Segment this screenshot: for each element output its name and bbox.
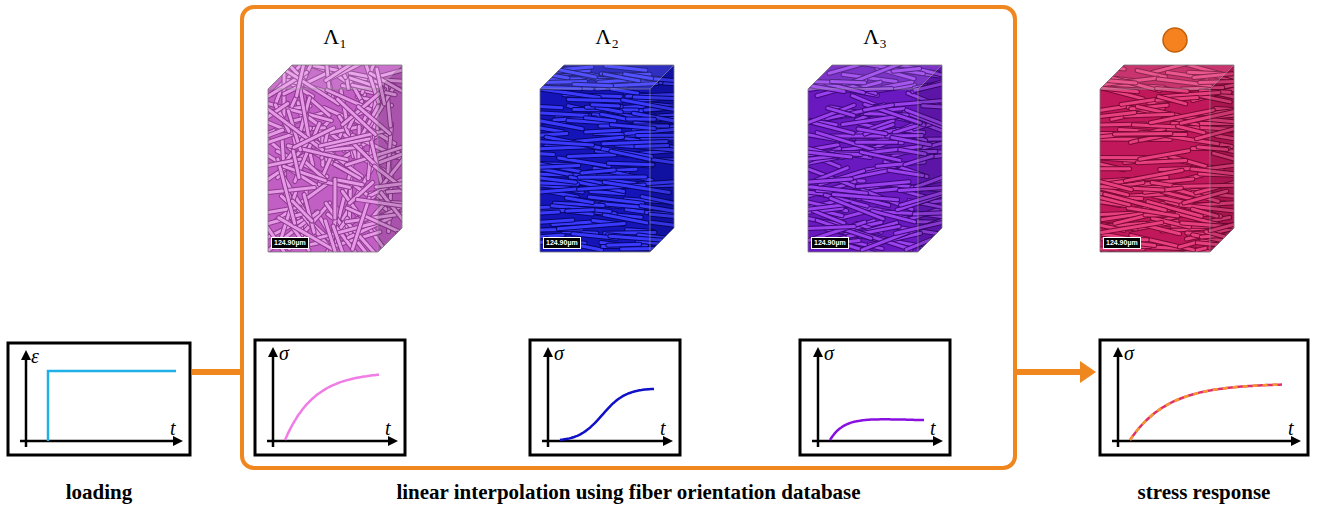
fiber-cubes: [241, 36, 1262, 280]
fiber-cube: [241, 36, 426, 280]
panel-title: Λ₃: [795, 24, 955, 50]
plot-box: [530, 340, 680, 455]
axis-label: t: [170, 418, 176, 438]
axis-label: σ: [1124, 343, 1134, 363]
fibers: [511, 64, 707, 250]
fibers: [1067, 62, 1262, 256]
axis-label: t: [660, 418, 666, 438]
fiber-cube: [779, 60, 969, 259]
panel-caption: stress response: [1096, 480, 1312, 504]
interpolation-frame: linear interpolation using fiber orienta…: [240, 5, 1017, 470]
panel-caption: loading: [6, 480, 192, 504]
scale-bar: 124.90µm: [543, 237, 581, 249]
scale-bar: 124.90µm: [811, 237, 849, 249]
panel-caption: linear interpolation using fiber orienta…: [244, 480, 1013, 504]
fiber-cube: [511, 64, 707, 252]
flow-arrow: [192, 372, 240, 373]
axis-label: σ: [279, 343, 289, 363]
plot-box: [1100, 340, 1308, 455]
axis-label: t: [930, 418, 936, 438]
plots: [8, 340, 1308, 455]
axis-label: σ: [824, 343, 834, 363]
fiber-cube: [1067, 62, 1262, 256]
scale-bar: 124.90µm: [271, 237, 309, 249]
fibers: [241, 36, 426, 280]
plot-box: [255, 340, 405, 455]
response-panel: stress response: [1096, 340, 1312, 510]
axis-label: σ: [554, 343, 564, 363]
axis-label: t: [385, 418, 391, 438]
scale-bar: 124.90µm: [1103, 237, 1141, 249]
flow-arrow: [1017, 361, 1096, 383]
fibers: [779, 60, 969, 259]
plot-box: [8, 343, 190, 455]
result-dot: [1163, 28, 1187, 52]
panel-title: Λ₁: [255, 24, 415, 50]
plot-box: [800, 340, 950, 455]
panel-title: Λ₂: [527, 24, 687, 50]
axis-label: t: [1288, 418, 1294, 438]
axis-label: ε: [31, 346, 39, 366]
